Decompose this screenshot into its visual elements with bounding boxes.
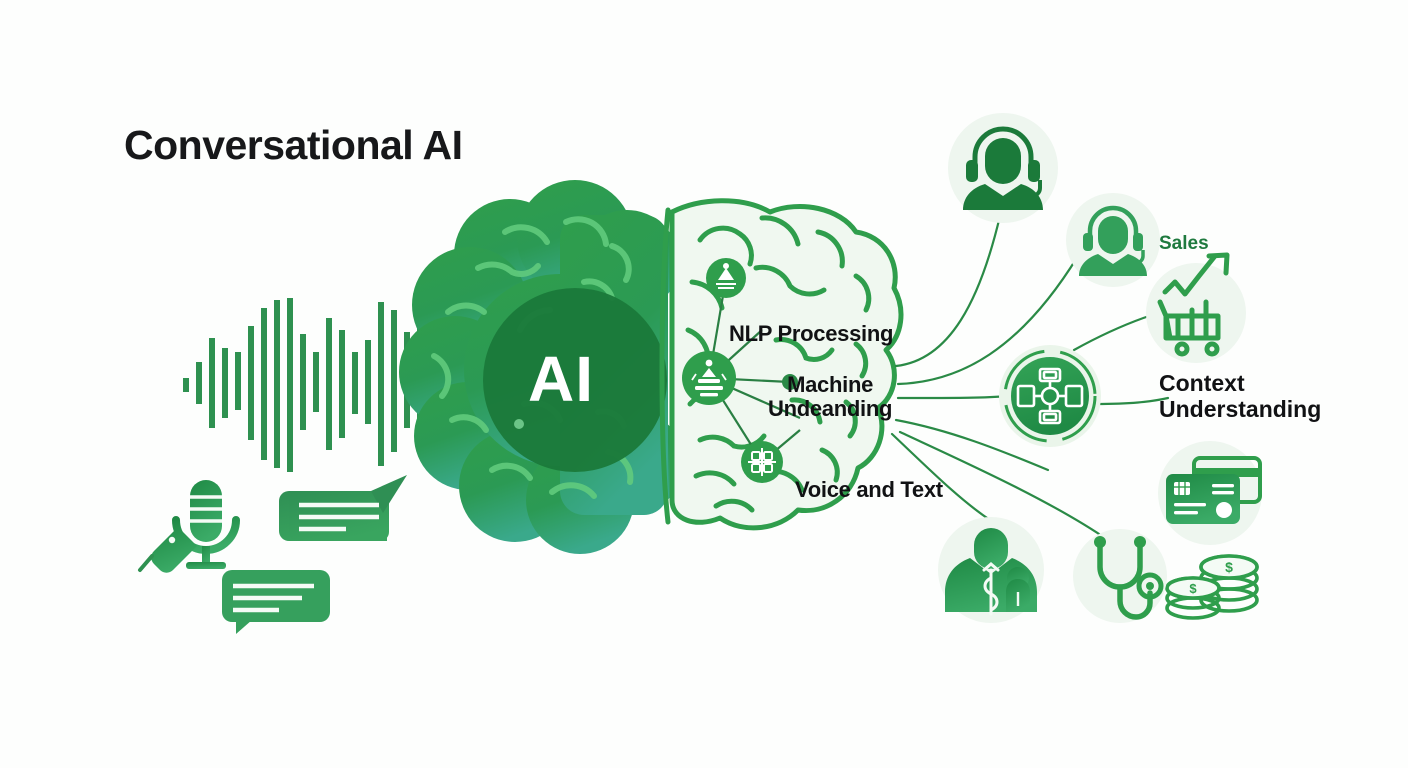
svg-text:$: $ — [1225, 559, 1233, 575]
node-voice-and-text[interactable] — [741, 441, 783, 483]
shopping-cart-growth-icon — [1157, 252, 1230, 357]
label-machine-understanding-line1: Machine — [787, 372, 874, 397]
label-machine-understanding: Machine Undeanding — [768, 373, 892, 421]
label-context-line2: Understanding — [1159, 395, 1322, 422]
brain-left-hemisphere — [399, 180, 684, 554]
icon-sales-agent[interactable] — [1066, 193, 1160, 287]
label-context-understanding: Context Understanding — [1159, 370, 1321, 422]
label-voice-and-text: Voice and Text — [795, 477, 943, 502]
node-machine-understanding[interactable] — [682, 351, 736, 405]
svg-text:$: $ — [1189, 581, 1197, 596]
label-machine-understanding-line2: Undeanding — [768, 395, 893, 421]
label-nlp-processing: NLP Processing — [729, 321, 894, 346]
stethoscope-icon — [1097, 542, 1153, 620]
chat-bubble-bottom-icon — [222, 570, 330, 634]
label-context-line1: Context — [1159, 370, 1245, 396]
label-sales: Sales — [1159, 233, 1209, 254]
processor-chip-icon — [1016, 367, 1084, 425]
credit-cards-icon — [1166, 456, 1262, 524]
icon-sales-growth[interactable] — [1146, 252, 1246, 363]
icon-context-processor[interactable] — [999, 345, 1101, 447]
icon-healthcare-stethoscope[interactable] — [1073, 529, 1167, 623]
headset-agent-icon — [963, 126, 1043, 210]
node-nlp-processing[interactable] — [706, 258, 746, 298]
coin-stack-icon: $ $ — [1165, 554, 1259, 620]
icon-finance-coins[interactable]: $ $ — [1165, 554, 1259, 620]
icon-support-agent[interactable] — [948, 113, 1058, 223]
chat-bubble-top-icon — [279, 475, 407, 541]
icon-healthcare-doctor[interactable] — [938, 517, 1044, 623]
headset-agent-icon — [1079, 205, 1147, 276]
icon-payments[interactable] — [1158, 441, 1262, 545]
ai-core-label: AI — [528, 343, 594, 415]
microphone-icon — [138, 480, 240, 573]
page-title: Conversational AI — [124, 122, 463, 168]
